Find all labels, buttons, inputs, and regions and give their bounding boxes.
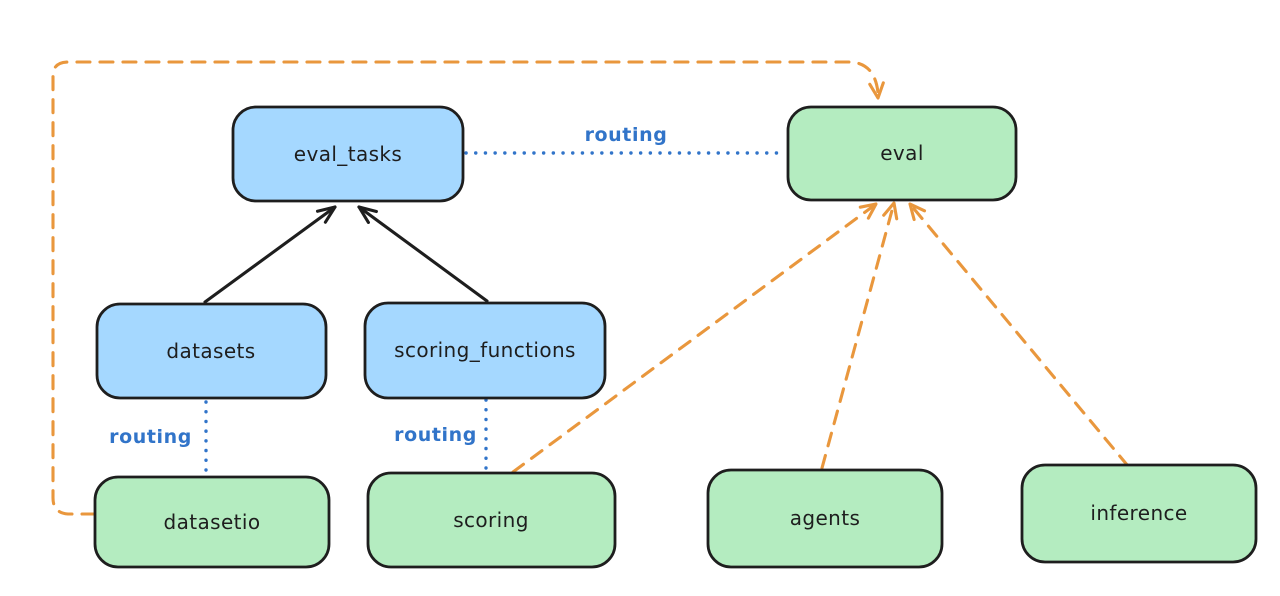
- node-eval-tasks: eval_tasks: [231, 105, 465, 203]
- node-eval-label: eval: [880, 141, 924, 165]
- node-agents-shape: [706, 468, 944, 569]
- edge-datasetio-to-eval: [51, 60, 885, 516]
- node-datasetio: datasetio: [93, 475, 331, 569]
- edge-datasets-to-eval-tasks: [203, 205, 337, 304]
- edge-line: [203, 205, 337, 304]
- node-inference-label: inference: [1090, 501, 1187, 525]
- edge-line: [820, 201, 896, 470]
- routing-label-datasets-datasetio: routing: [109, 426, 192, 448]
- arrowhead-icon: [882, 201, 899, 221]
- arrowhead-icon: [858, 202, 878, 220]
- node-datasets-shape: [95, 302, 328, 400]
- node-scoring: scoring: [366, 471, 617, 569]
- node-datasetio-label: datasetio: [163, 510, 260, 534]
- node-eval-tasks-label: eval_tasks: [294, 142, 402, 166]
- arrowhead-icon: [315, 205, 337, 224]
- node-eval: eval: [786, 105, 1018, 202]
- node-scoring-shape: [366, 471, 617, 569]
- node-agents-label: agents: [790, 506, 861, 530]
- node-inference-shape: [1020, 463, 1258, 564]
- node-datasetio-shape: [93, 475, 331, 569]
- node-scoring-functions-label: scoring_functions: [394, 338, 576, 362]
- node-eval-tasks-shape: [231, 105, 465, 203]
- arrowhead-icon: [908, 202, 927, 222]
- edge-scoring-to-eval: [511, 202, 878, 474]
- edge-line: [357, 205, 489, 303]
- edge-line: [511, 202, 878, 474]
- routing-label-scoring-functions-scoring: routing: [394, 424, 477, 446]
- edge-agents-to-eval: [820, 201, 899, 470]
- node-datasets: datasets: [95, 302, 328, 400]
- node-scoring-functions: scoring_functions: [363, 301, 607, 400]
- routing-label-eval-tasks-eval: routing: [585, 124, 668, 146]
- node-agents: agents: [706, 468, 944, 569]
- edge-line: [908, 202, 1130, 468]
- edge-inference-to-eval: [908, 202, 1130, 468]
- edge-line: [51, 60, 880, 516]
- node-inference: inference: [1020, 463, 1258, 564]
- edge-scoring-functions-to-eval-tasks: [357, 205, 489, 303]
- arrowhead-icon: [357, 205, 378, 224]
- node-scoring-label: scoring: [453, 508, 529, 532]
- arrowhead-icon: [868, 81, 885, 100]
- node-scoring-functions-shape: [363, 301, 607, 400]
- node-datasets-label: datasets: [166, 339, 255, 363]
- node-eval-shape: [786, 105, 1018, 202]
